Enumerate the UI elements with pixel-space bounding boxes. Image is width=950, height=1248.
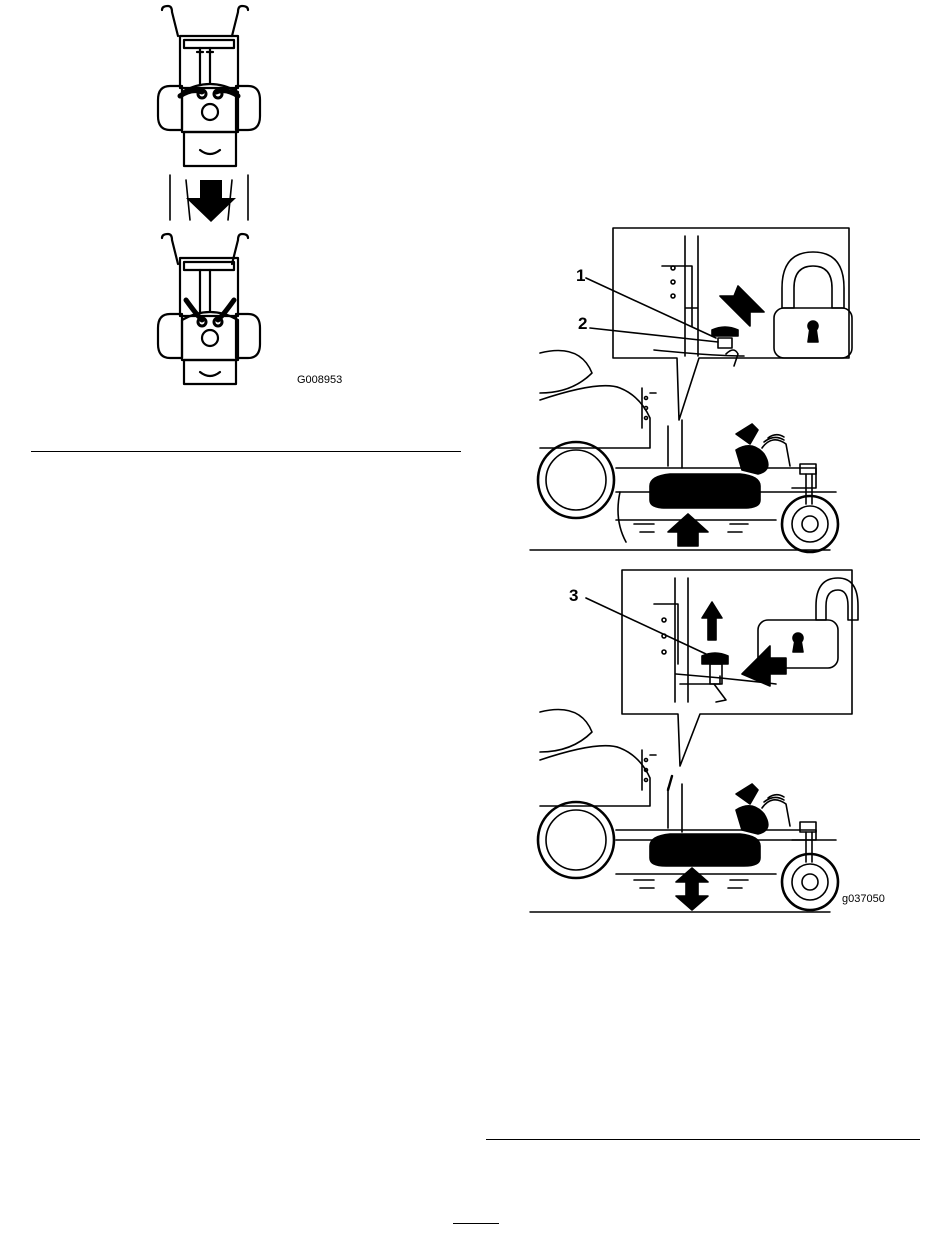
mower-steering-figure <box>150 0 270 395</box>
lock-closed-icon <box>774 252 852 358</box>
callout-2: 2 <box>578 314 587 334</box>
figure-code-left: G008953 <box>297 374 342 386</box>
callout-1: 1 <box>576 266 585 286</box>
callout-3: 3 <box>569 586 578 606</box>
mower-top-view-icon <box>158 6 260 166</box>
section-divider-right <box>486 1139 920 1140</box>
footer-rule <box>453 1223 499 1224</box>
figure-code-right: g037050 <box>842 893 885 905</box>
lock-open-icon <box>758 578 858 668</box>
section-divider-left <box>31 451 461 452</box>
mower-top-view-icon <box>158 234 260 384</box>
